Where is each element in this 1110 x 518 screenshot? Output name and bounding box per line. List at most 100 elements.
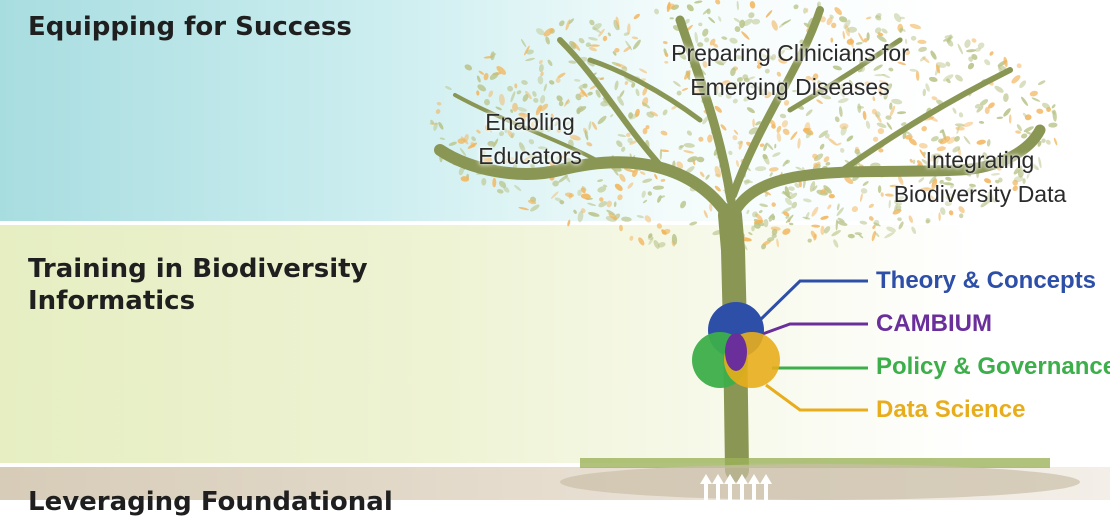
leaf [881, 28, 888, 34]
leaf [483, 72, 489, 81]
leaf [880, 192, 884, 197]
leaf [733, 17, 741, 23]
leaf [673, 80, 681, 87]
leaf [881, 73, 891, 79]
leaf [713, 43, 719, 48]
leaf [931, 96, 938, 101]
leaf [962, 121, 974, 128]
leaf [697, 42, 704, 48]
heading-training-biodiversity-informatics: Training in Biodiversity Informatics [28, 254, 368, 316]
leaf [954, 123, 965, 127]
leaf [891, 98, 903, 105]
leaf [954, 136, 960, 142]
leaf [704, 37, 710, 43]
leaf [895, 196, 905, 201]
leaf [904, 38, 908, 44]
leaf [470, 141, 476, 148]
leaf [984, 59, 991, 66]
leaf [1036, 108, 1044, 114]
leaf [1022, 112, 1027, 118]
leaf [835, 219, 838, 231]
leaf [538, 64, 544, 73]
leaf [884, 231, 895, 239]
leaf [931, 136, 939, 142]
leaf [563, 151, 569, 157]
leaf [828, 194, 835, 199]
leaf [522, 94, 529, 102]
leaf [955, 126, 965, 131]
leaf [607, 32, 611, 37]
leaf [535, 28, 545, 36]
leaf [702, 28, 709, 37]
leaf [547, 125, 553, 132]
leaf [589, 44, 600, 47]
leaf [805, 109, 813, 117]
leaf [779, 113, 787, 119]
leaf [1012, 179, 1019, 186]
leaf [1003, 56, 1008, 68]
leaf [847, 50, 852, 56]
leaf [694, 31, 699, 44]
leaf [597, 115, 607, 125]
leaf [839, 16, 848, 23]
leaf [948, 210, 954, 216]
leaf [721, 80, 731, 85]
leaf [908, 215, 914, 223]
leaf [733, 129, 739, 135]
leaf [1019, 80, 1027, 89]
leaf [613, 201, 617, 208]
leaf [545, 36, 550, 45]
leaf [1042, 102, 1050, 109]
leaf [520, 38, 527, 48]
leaf [642, 178, 653, 183]
leaf [578, 38, 585, 44]
leaf [503, 186, 510, 193]
leaf [565, 119, 575, 126]
leaf [862, 110, 867, 120]
leaf [1025, 131, 1032, 135]
leaf [580, 208, 586, 214]
leaf [925, 218, 931, 223]
leaf [518, 206, 529, 211]
leaf [492, 177, 497, 188]
leaf [734, 26, 741, 33]
leaf [868, 203, 874, 209]
leaf [778, 57, 788, 64]
leaf [478, 70, 485, 75]
leaf [802, 198, 812, 203]
leaf [927, 115, 938, 122]
leaf [769, 119, 776, 126]
leaf [696, 156, 705, 163]
leaf [484, 124, 491, 132]
leaf [763, 143, 768, 152]
leaf [1052, 109, 1057, 122]
leaf [656, 223, 662, 229]
leaf [1029, 162, 1039, 171]
leaf [889, 102, 893, 110]
leaf [876, 122, 887, 129]
leaf [652, 185, 665, 190]
leaf [935, 64, 941, 74]
leaf [860, 188, 868, 194]
leaf [567, 219, 571, 227]
leaf [1037, 80, 1046, 86]
leaf [732, 82, 738, 89]
leaf [661, 229, 671, 235]
leaf [928, 194, 936, 202]
leaf [897, 217, 902, 222]
leaf [636, 215, 644, 219]
leaf [739, 19, 746, 29]
leaf [781, 47, 792, 51]
leaf [781, 191, 793, 195]
leaf [946, 196, 954, 201]
leaf [872, 224, 876, 230]
leaf [498, 131, 505, 137]
band-training [0, 225, 1110, 463]
leaf [659, 148, 663, 160]
leaf [836, 142, 842, 146]
leaf [974, 103, 981, 109]
leaf [638, 68, 648, 74]
leaf [599, 197, 604, 202]
leaf [827, 204, 832, 210]
leaf [920, 187, 932, 192]
